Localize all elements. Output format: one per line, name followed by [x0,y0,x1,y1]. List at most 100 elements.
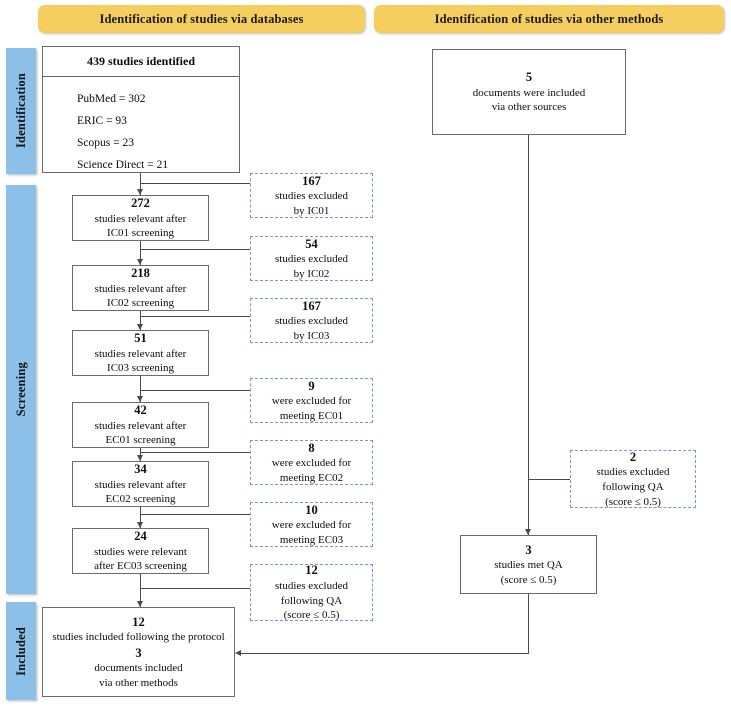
arrow-42-to-34 [136,455,143,461]
box-excluded-qa-databases-line3: (score ≤ 0.5) [283,609,340,622]
box-screening-ec01-count: 42 [134,403,147,418]
source-item: Science Direct = 21 [77,159,169,172]
box-other-sources-count: 5 [525,70,533,85]
box-screening-ic01-count: 272 [131,196,150,211]
connector-34-branch-ec02 [140,452,250,453]
connector-34-to-24 [140,507,141,528]
connector-42-branch-ec01 [140,390,250,391]
box-screening-ec03-count: 24 [134,529,147,544]
box-included-final-line-other-1: documents included [94,662,183,675]
box-excluded-ic03-line2: by IC03 [293,329,330,342]
box-screening-ec03-line1: studies were relevant [94,545,187,558]
box-studies-identified-heading: 439 studies identified [43,47,239,77]
box-screening-ic02: 218 studies relevant after IC02 screenin… [72,265,209,311]
box-met-qa-other-line1: studies met QA [494,559,563,572]
box-excluded-ec01: 9 were excluded for meeting EC01 [250,378,373,423]
box-screening-ec02-line1: studies relevant after [94,478,187,491]
box-excluded-qa-databases-line2: following QA [280,594,343,607]
header-banner-databases: Identification of studies via databases [38,5,365,33]
arrow-identified-to-272 [136,189,143,195]
box-included-final-count-protocol: 12 [132,614,145,629]
arrow-other-sources-to-met-qa [524,529,531,535]
box-excluded-ec02-line1: were excluded for [271,457,352,470]
box-met-qa-other: 3 studies met QA (score ≤ 0.5) [460,535,597,594]
box-excluded-qa-other-line3: (score ≤ 0.5) [605,495,661,508]
stage-bar-included: Included [6,602,36,700]
box-screening-ec02-line2: EC02 screening [105,493,176,506]
arrow-24-to-final [136,601,143,607]
arrow-218-to-51 [136,324,143,330]
box-met-qa-other-count: 3 [525,542,532,557]
box-screening-ic02-count: 218 [131,266,150,281]
stage-bar-identification: Identification [6,48,36,174]
connector-51-branch-ic03 [140,316,250,317]
source-item: Scopus = 23 [77,136,134,149]
box-other-sources: 5 documents were included via other sour… [432,49,626,135]
box-excluded-ic01-count: 167 [302,173,321,188]
box-met-qa-other-line2: (score ≤ 0.5) [500,573,557,586]
box-screening-ic03-line2: IC03 screening [107,362,174,375]
connector-24-branch-ec03 [140,514,250,515]
box-screening-ec03: 24 studies were relevant after EC03 scre… [72,528,209,574]
stage-bar-identification-label: Identification [13,73,28,149]
box-screening-ec01-line2: EC01 screening [105,434,176,447]
box-excluded-ic03-count: 167 [302,298,321,313]
box-screening-ec02-count: 34 [134,462,147,477]
box-excluded-ic02-line1: studies excluded [274,253,348,266]
box-excluded-qa-databases-count: 12 [305,563,318,578]
header-banner-databases-label: Identification of studies via databases [99,11,304,26]
box-excluded-ec01-line2: meeting EC01 [279,409,344,422]
source-item: ERIC = 93 [77,114,127,127]
box-excluded-ic01-line2: by IC01 [293,204,330,217]
connector-272-to-218 [140,241,141,265]
arrow-51-to-42 [136,396,143,402]
box-excluded-ec02-count: 8 [308,440,315,455]
box-screening-ec01-line1: studies relevant after [94,419,187,432]
box-screening-ec03-line2: after EC03 screening [94,560,187,573]
stage-bar-included-label: Included [13,626,28,676]
header-banner-other-methods-label: Identification of studies via other meth… [434,11,664,26]
connector-218-branch-ic02 [140,249,250,250]
box-excluded-ec02: 8 were excluded for meeting EC02 [250,440,373,485]
arrow-272-to-218 [136,259,143,265]
connector-branch-excluded-qa-other [528,479,570,480]
connector-other-sources-to-met-qa [528,135,529,535]
box-screening-ic01-line2: IC01 screening [107,227,174,240]
connector-218-to-51 [140,311,141,330]
source-item: PubMed = 302 [77,92,146,105]
box-excluded-qa-other-line1: studies excluded [596,466,670,479]
box-excluded-ec02-line2: meeting EC02 [279,471,344,484]
box-excluded-ec03-line2: meeting EC03 [279,533,344,546]
connector-24-to-final [140,574,141,607]
box-screening-ic01-line1: studies relevant after [94,212,187,225]
box-included-final-count-other: 3 [135,645,142,660]
box-excluded-ec01-line1: were excluded for [271,395,352,408]
box-studies-identified-sources: PubMed = 302 ERIC = 93 Scopus = 23 Scien… [43,77,239,176]
box-excluded-qa-other: 2 studies excluded following QA (score ≤… [570,450,696,508]
box-excluded-ic02-count: 54 [305,236,318,251]
box-screening-ic01: 272 studies relevant after IC01 screenin… [72,195,209,241]
connector-met-qa-down [528,594,529,653]
box-excluded-ec03: 10 were excluded for meeting EC03 [250,502,373,547]
box-studies-identified: 439 studies identified PubMed = 302 ERIC… [42,46,240,173]
box-screening-ic03-count: 51 [134,331,147,346]
arrow-met-qa-to-final [235,649,241,656]
box-excluded-ic02: 54 studies excluded by IC02 [250,236,373,281]
connector-met-qa-to-final [241,653,529,654]
box-included-final: 12 studies included following the protoc… [42,607,235,697]
stage-bar-screening: Screening [6,185,36,594]
box-screening-ec02: 34 studies relevant after EC02 screening [72,461,209,507]
box-excluded-qa-other-count: 2 [629,449,637,464]
box-screening-ic03: 51 studies relevant after IC03 screening [72,330,209,376]
connector-51-to-42 [140,376,141,402]
box-excluded-ic01: 167 studies excluded by IC01 [250,173,373,218]
box-excluded-ic02-line2: by IC02 [293,267,330,280]
box-excluded-ec03-count: 10 [305,502,318,517]
box-screening-ic02-line1: studies relevant after [94,282,187,295]
box-excluded-ic03: 167 studies excluded by IC03 [250,298,373,343]
connector-42-to-34 [140,448,141,461]
box-excluded-qa-databases-line1: studies excluded [274,579,348,592]
box-other-sources-line1: documents were included [472,86,586,99]
box-excluded-ec03-line1: were excluded for [271,519,352,532]
